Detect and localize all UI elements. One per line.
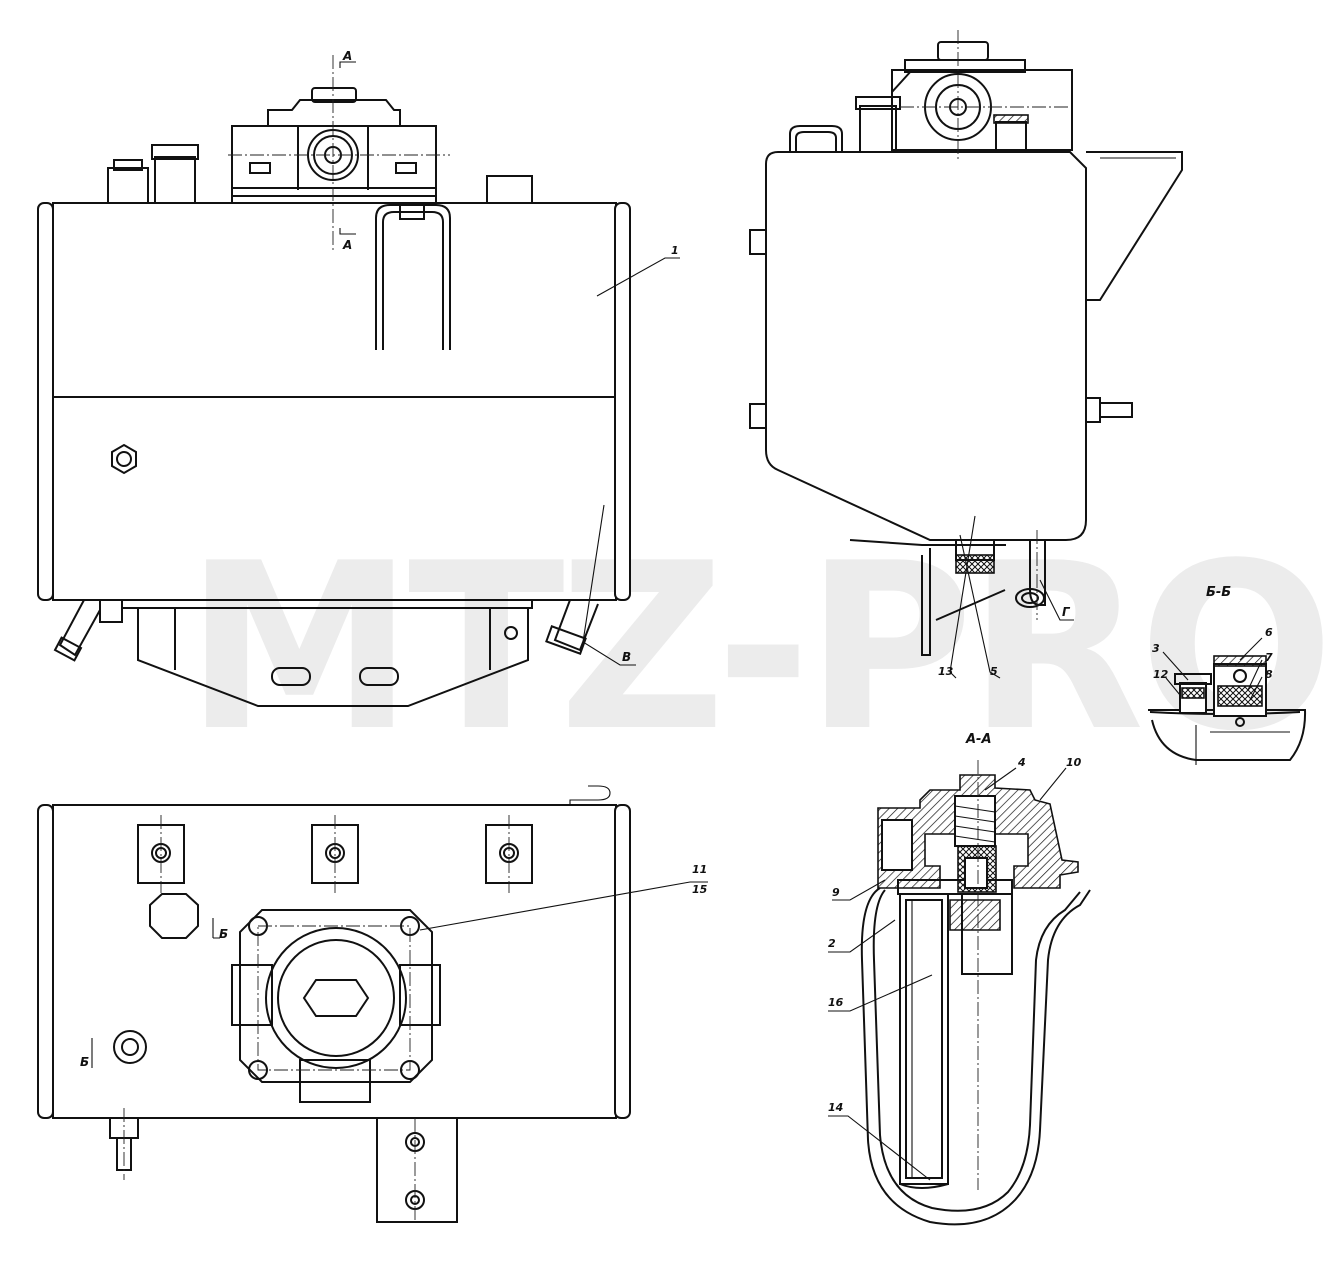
view-letter-v: В — [622, 650, 631, 664]
callout-7: 7 — [1265, 651, 1273, 664]
cut-mark-b-left: Б — [80, 1055, 89, 1069]
callout-13: 13 — [938, 665, 954, 678]
callout-3: 3 — [1152, 642, 1160, 655]
callout-11: 11 — [692, 863, 707, 876]
view-letter-g: Г — [1062, 605, 1071, 619]
top-view: Б Б 11 15 — [37, 785, 708, 1223]
callout-15: 15 — [692, 883, 708, 896]
callout-5: 5 — [990, 665, 998, 678]
section-aa: А-А 4 10 9 2 16 14 — [828, 732, 1091, 1226]
cut-mark-b-right: Б — [219, 927, 228, 941]
callout-6: 6 — [1265, 626, 1273, 639]
callout-4: 4 — [1017, 756, 1026, 769]
callout-14: 14 — [828, 1101, 843, 1114]
section-bb: Б-Б 3 12 6 7 8 — [1148, 585, 1307, 765]
callout-9: 9 — [832, 886, 840, 899]
front-view: 1 А А В — [37, 49, 680, 707]
callout-16: 16 — [828, 996, 844, 1009]
callout-8: 8 — [1265, 668, 1273, 681]
cut-mark-a-bottom: А — [342, 238, 352, 252]
callout-1: 1 — [671, 244, 679, 257]
side-view: 13 5 Г — [749, 30, 1183, 679]
callout-2: 2 — [828, 937, 836, 950]
section-title-bb: Б-Б — [1206, 585, 1231, 600]
callout-12: 12 — [1153, 668, 1169, 681]
section-title-aa: А-А — [965, 732, 992, 747]
watermark: MTZ-PRO — [185, 515, 1328, 782]
cut-mark-a-top: А — [342, 49, 352, 63]
callout-10: 10 — [1066, 756, 1082, 769]
